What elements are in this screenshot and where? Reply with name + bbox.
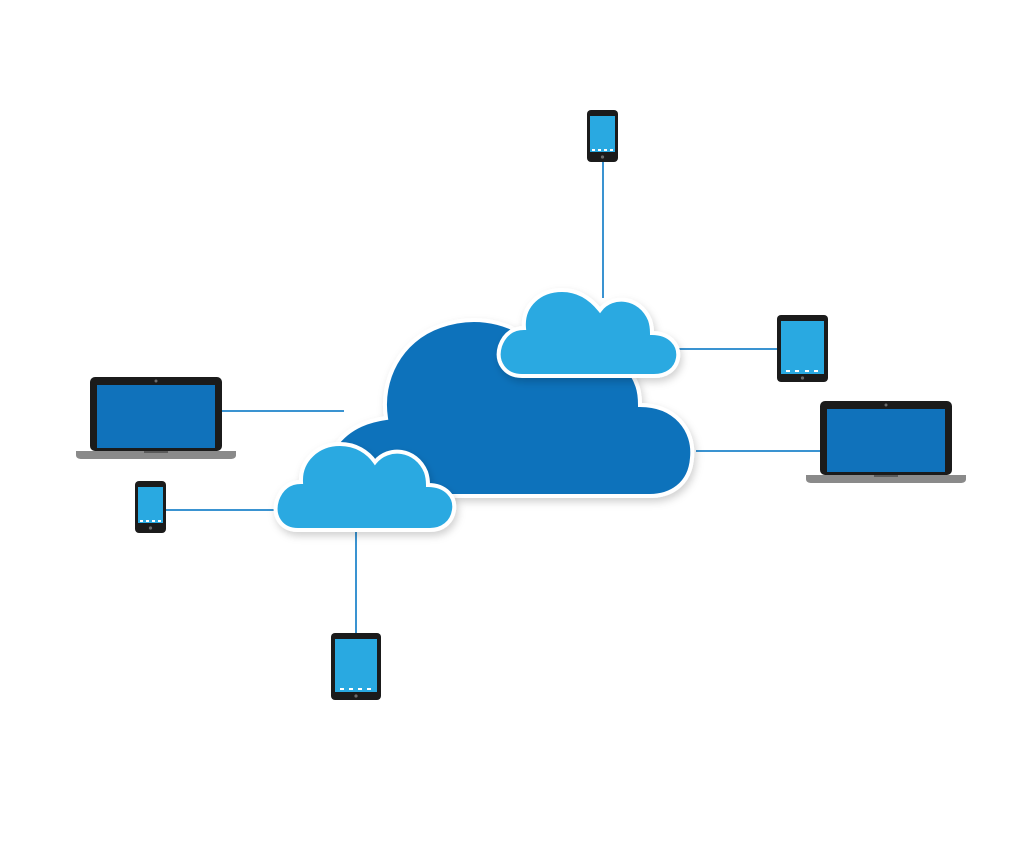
- laptop-icon: [76, 377, 236, 459]
- tablet-icon: [331, 633, 381, 700]
- devices: [76, 110, 966, 700]
- tablet-icon: [777, 315, 828, 382]
- smartphone-icon: [135, 481, 166, 533]
- small-cloud-bottom-left: [273, 441, 457, 532]
- connector-lines: [165, 161, 820, 634]
- small-cloud-top-right: [496, 287, 681, 378]
- smartphone-icon: [587, 110, 618, 162]
- laptop-icon: [806, 401, 966, 483]
